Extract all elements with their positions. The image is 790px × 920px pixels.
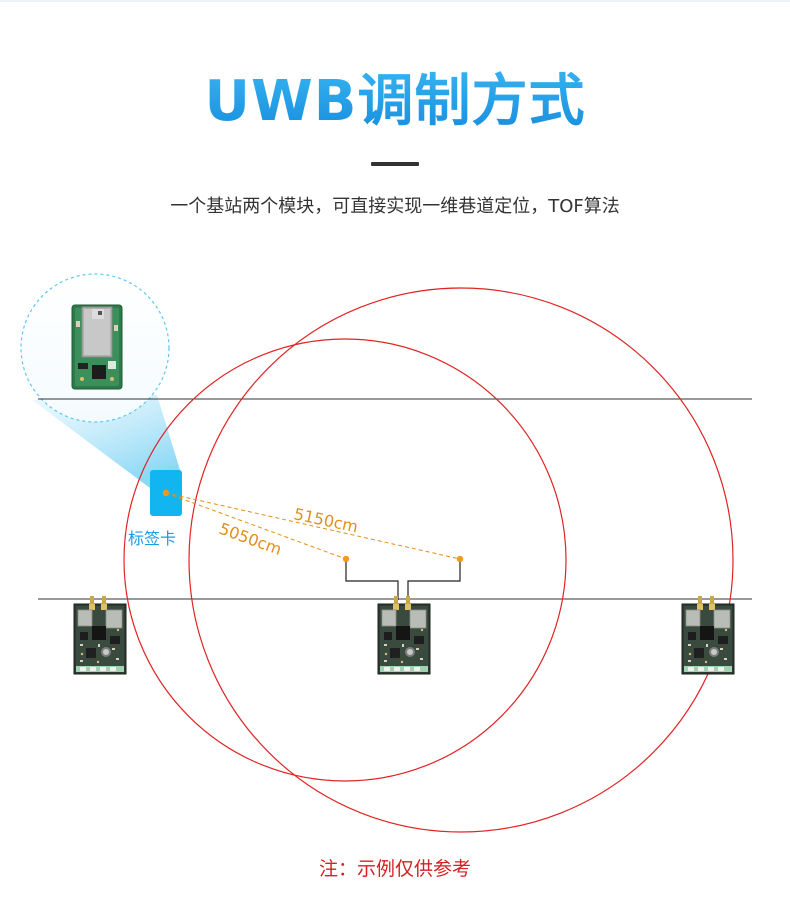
range-circle-5150 bbox=[188, 287, 734, 833]
distance-label-5150: 5150cm bbox=[292, 504, 360, 536]
tag-module-board-icon bbox=[71, 304, 123, 390]
range-circle-5050 bbox=[123, 338, 567, 782]
antenna-link-2 bbox=[407, 562, 461, 600]
base-station-right-icon bbox=[681, 596, 735, 675]
title-underline bbox=[371, 162, 419, 166]
disclaimer-note: 注：示例仅供参考 bbox=[318, 858, 471, 880]
magnifier-beam bbox=[32, 395, 180, 488]
page-subtitle: 一个基站两个模块，可直接实现一维巷道定位，TOF算法 bbox=[170, 196, 620, 217]
top-divider bbox=[0, 0, 790, 2]
distance-label-5050: 5050cm bbox=[217, 519, 285, 559]
tag-label: 标签卡 bbox=[128, 529, 176, 548]
base-station-left-icon bbox=[73, 596, 127, 675]
page-title: UWB调制方式 bbox=[0, 62, 790, 142]
base-station-center-icon bbox=[377, 596, 431, 675]
antenna-link-1 bbox=[345, 562, 399, 600]
module-point-1 bbox=[342, 555, 350, 563]
distance-line-5150 bbox=[165, 492, 461, 560]
module-point-2 bbox=[456, 555, 464, 563]
distance-line-5050 bbox=[165, 492, 347, 560]
